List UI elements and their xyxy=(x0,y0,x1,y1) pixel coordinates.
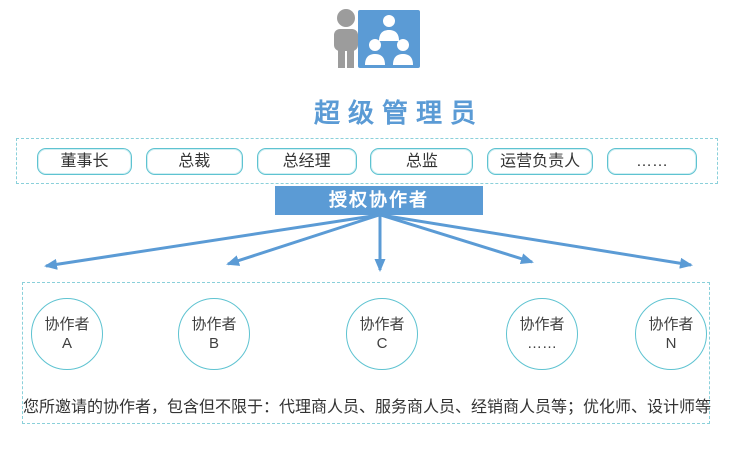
role-pill-ellipsis: …… xyxy=(606,147,697,175)
collaborator-id: …… xyxy=(527,335,557,352)
roles-group-box: 董事长 总裁 总经理 总监 运营负责人 …… xyxy=(16,138,718,184)
collaborator-circle-n: 协作者 N xyxy=(635,298,707,370)
collaborators-note: 您所邀请的协作者，包含但不限于：代理商人员、服务商人员、经销商人员等；优化师、设… xyxy=(23,399,712,416)
collaborator-label: 协作者 xyxy=(648,315,694,333)
collaborator-label: 协作者 xyxy=(44,315,90,333)
collaborators-group-box: 协作者 A 协作者 B 协作者 C 协作者 …… 协作者 N 您所邀请的协作者，… xyxy=(22,282,712,424)
collaborator-id: C xyxy=(376,335,388,352)
role-pill-general-manager: 总经理 xyxy=(256,147,357,175)
collaborator-id: N xyxy=(665,335,677,352)
collaborator-circle-a: 协作者 A xyxy=(31,298,103,370)
collaborator-circle-ellipsis: 协作者 …… xyxy=(506,298,578,370)
page-title: 超级管理员 xyxy=(313,98,484,128)
role-pill-chairman: 董事长 xyxy=(37,147,132,175)
presenter-org-chart-icon xyxy=(332,8,422,72)
role-pill-president: 总裁 xyxy=(145,147,243,175)
collaborator-id: B xyxy=(208,335,219,352)
role-pill-operations-lead: 运营负责人 xyxy=(487,147,594,175)
collaborator-id: A xyxy=(61,335,72,352)
authorize-collaborator-banner: 授权协作者 xyxy=(275,186,483,215)
collaborator-label: 协作者 xyxy=(359,315,405,333)
role-pill-director: 总监 xyxy=(370,147,474,175)
collaborator-circle-c: 协作者 C xyxy=(346,298,418,370)
collaborator-circle-b: 协作者 B xyxy=(178,298,250,370)
collaborator-label: 协作者 xyxy=(519,315,565,333)
collaborator-label: 协作者 xyxy=(191,315,237,333)
